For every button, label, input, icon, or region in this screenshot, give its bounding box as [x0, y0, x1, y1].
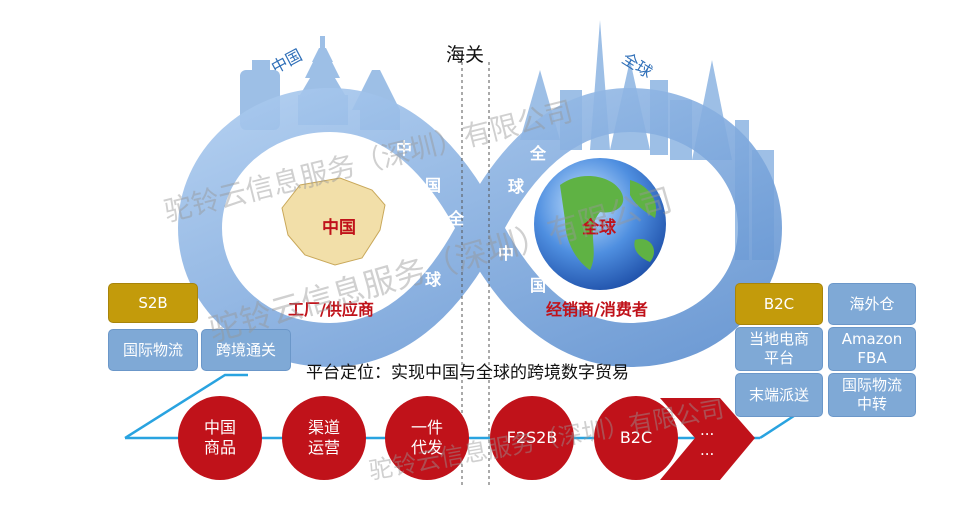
amazon-fba-box: Amazon FBA	[828, 327, 916, 371]
customs-label: 海关	[446, 44, 485, 66]
flow-step: F2S2B	[490, 396, 574, 480]
dealer-label: 经销商/消费者	[546, 300, 648, 319]
flow-step: 一件 代发	[385, 396, 469, 480]
flow-ellipsis: ... ...	[700, 421, 715, 459]
globe-label: 全球	[582, 218, 616, 238]
intl-logistics-box: 国际物流	[108, 329, 198, 371]
overseas-warehouse-box: 海外仓	[828, 283, 916, 325]
flow-arrow	[660, 398, 755, 480]
local-platform-box: 当地电商 平台	[735, 327, 823, 371]
ring-char: 中	[396, 139, 413, 158]
platform-positioning: 平台定位：实现中国与全球的跨境数字贸易	[306, 363, 629, 383]
infinity-ring	[177, 87, 783, 368]
last-mile-box: 末端派送	[735, 373, 823, 417]
china-map-label: 中国	[322, 218, 356, 238]
s2b-box: S2B	[108, 283, 198, 323]
factory-label: 工厂/供应商	[288, 300, 374, 319]
ring-char: 国	[530, 276, 547, 295]
intl-transit-box: 国际物流 中转	[828, 373, 916, 417]
ring-char: 全	[448, 209, 465, 228]
flow-step: 渠道 运营	[282, 396, 366, 480]
ring-char: 国	[425, 176, 442, 195]
ring-char: 全	[530, 144, 547, 163]
flow-step: B2C	[594, 396, 678, 480]
b2c-box: B2C	[735, 283, 823, 325]
china-map-icon	[281, 177, 386, 266]
flow-step: 中国 商品	[178, 396, 262, 480]
customs-clearance-box: 跨境通关	[201, 329, 291, 371]
ring-char: 球	[508, 177, 525, 196]
ring-char: 球	[425, 270, 442, 289]
ring-char: 中	[498, 244, 515, 263]
